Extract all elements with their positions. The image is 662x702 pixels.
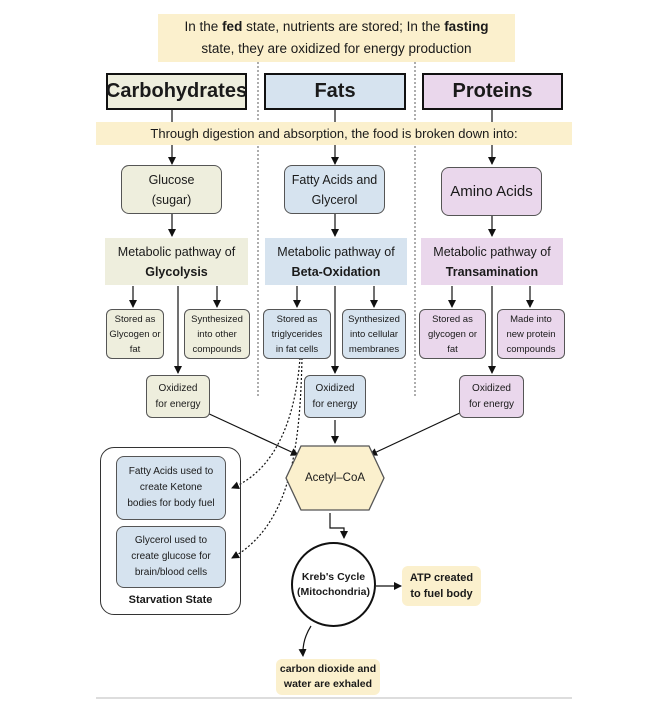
fat-stored-box: Stored as triglycerides in fat cells: [263, 309, 331, 359]
protein-made-box: Made into new protein compounds: [497, 309, 565, 359]
glycolysis-pathway: Metabolic pathway of Glycolysis: [105, 238, 248, 285]
carb-stored-box: Stored as Glycogen or fat: [106, 309, 164, 359]
proteins-header: Proteins: [422, 73, 563, 110]
digestion-band: Through digestion and absorption, the fo…: [96, 122, 572, 145]
krebs-cycle-circle: Kreb's Cycle (Mitochondria): [291, 542, 376, 627]
transamination-pathway: Metabolic pathway of Transamination: [421, 238, 563, 285]
starvation-state-panel: [100, 447, 241, 615]
acetyl-coa-hexagon: [285, 445, 385, 511]
beta-oxidation-pathway: Metabolic pathway of Beta-Oxidation: [265, 238, 407, 285]
fatty-acids-box: Fatty Acids and Glycerol: [284, 165, 385, 214]
glucose-box: Glucose (sugar): [121, 165, 222, 214]
fasting-emphasis: fasting: [444, 19, 489, 34]
fat-synthesized-box: Synthesized into cellular membranes: [342, 309, 406, 359]
acetyl-coa-label: Acetyl–CoA: [304, 472, 366, 484]
glucose-creation-box: Glycerol used to create glucose for brai…: [116, 526, 226, 588]
protein-oxidized-box: Oxidized for energy: [459, 375, 524, 418]
ketone-bodies-box: Fatty Acids used to create Ketone bodies…: [116, 456, 226, 520]
carb-synthesized-box: Synthesized into other compounds: [184, 309, 250, 359]
bottom-rule: [96, 697, 572, 699]
fed-emphasis: fed: [222, 19, 243, 34]
protein-stored-box: Stored as glycogen or fat: [419, 309, 486, 359]
fats-header: Fats: [264, 73, 406, 110]
carb-oxidized-box: Oxidized for energy: [146, 375, 210, 418]
intro-line-1: In the fed state, nutrients are stored; …: [184, 19, 489, 34]
intro-banner: In the fed state, nutrients are stored; …: [158, 14, 515, 62]
carbohydrates-header: Carbohydrates: [106, 73, 247, 110]
atp-box: ATP created to fuel body: [402, 566, 481, 606]
intro-line-2: state, they are oxidized for energy prod…: [201, 41, 472, 56]
fat-oxidized-box: Oxidized for energy: [304, 375, 366, 418]
exhale-box: carbon dioxide and water are exhaled: [276, 659, 380, 695]
starvation-state-title: Starvation State: [128, 594, 213, 606]
amino-acids-box: Amino Acids: [441, 167, 542, 216]
